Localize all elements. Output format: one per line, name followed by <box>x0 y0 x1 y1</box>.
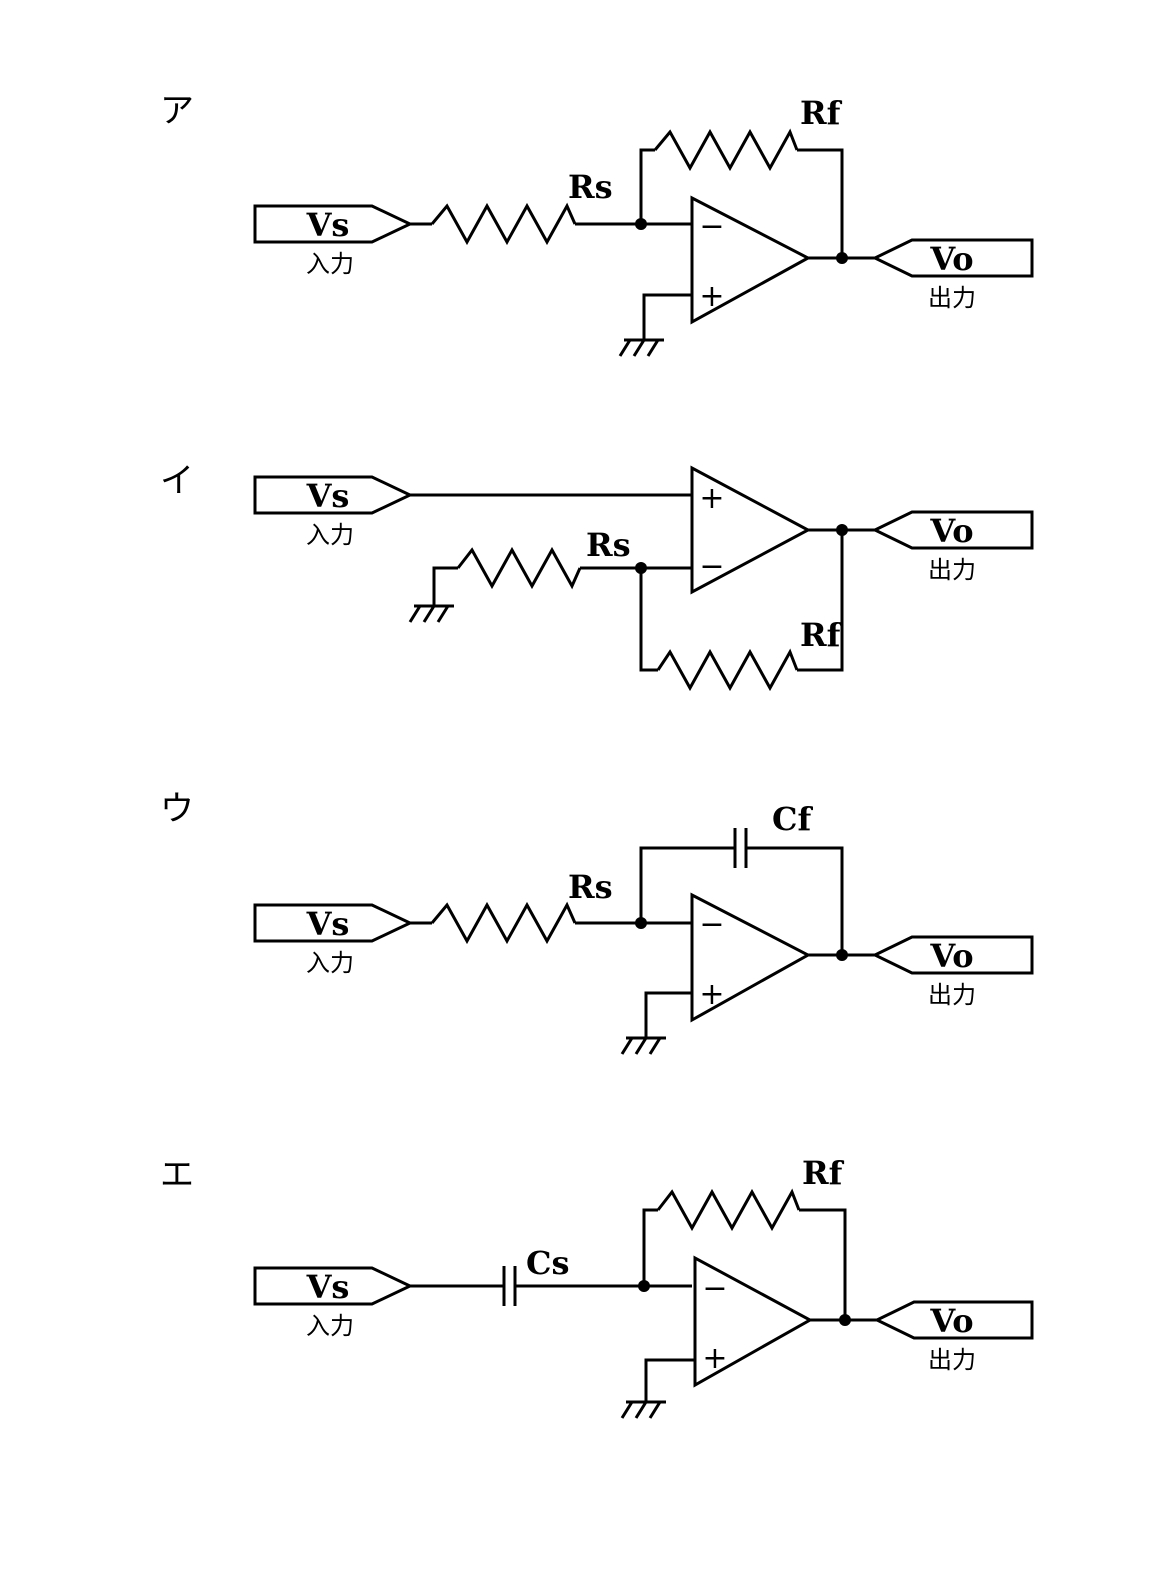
svg-text:Vs: Vs <box>306 477 350 515</box>
circuit-e-opamp <box>693 1255 814 1388</box>
circuit-u-output-terminal: Vo 出力 <box>871 935 1034 1009</box>
circuit-a-opamp <box>690 195 812 325</box>
circuit-i: イ Vs 入力 + − Rs Rf Vo 出力 <box>160 461 1034 692</box>
circuit-u-cf-capacitor <box>733 828 748 868</box>
svg-text:出力: 出力 <box>928 981 976 1009</box>
svg-text:+: + <box>699 977 724 1012</box>
circuit-i-output-terminal: Vo 出力 <box>871 510 1034 584</box>
svg-text:−: − <box>699 209 724 244</box>
circuit-u-opamp <box>690 892 812 1023</box>
circuit-a-input-terminal: Vs 入力 <box>253 204 414 278</box>
svg-text:Vo: Vo <box>929 1302 973 1340</box>
circuit-u-label: ウ <box>160 789 194 829</box>
circuit-i-input-terminal: Vs 入力 <box>253 475 414 549</box>
svg-text:入力: 入力 <box>306 250 354 278</box>
circuit-i-rs-label: Rs <box>586 526 631 564</box>
circuit-i-rf-label: Rf <box>800 616 843 654</box>
circuit-i-rf-resistor <box>656 648 799 692</box>
circuit-e-ground-icon <box>620 1400 666 1419</box>
svg-text:−: − <box>699 907 724 942</box>
circuit-a-output-terminal: Vo 出力 <box>871 238 1034 312</box>
svg-text:+: + <box>699 279 724 314</box>
circuit-a: ア Vs 入力 Rs Rf − + Vo 出力 <box>160 91 1034 357</box>
svg-text:入力: 入力 <box>306 1312 354 1340</box>
svg-text:−: − <box>699 549 724 584</box>
circuit-a-rf-resistor <box>653 128 799 172</box>
circuit-u: ウ Vs 入力 Rs Cf − + Vo 出力 <box>160 789 1034 1055</box>
svg-text:出力: 出力 <box>928 1346 976 1374</box>
svg-text:Vo: Vo <box>929 512 973 550</box>
circuit-i-label: イ <box>160 461 194 501</box>
svg-text:Vs: Vs <box>306 905 350 943</box>
circuit-a-ground-icon <box>618 338 664 357</box>
svg-text:入力: 入力 <box>306 521 354 549</box>
circuit-e-cs-label: Cs <box>526 1244 569 1282</box>
svg-text:+: + <box>699 481 724 516</box>
circuit-u-ground-icon <box>620 1036 666 1055</box>
circuit-u-input-terminal: Vs 入力 <box>253 903 414 977</box>
circuit-u-rs-resistor <box>430 901 577 945</box>
circuit-e-rf-resistor <box>656 1188 801 1232</box>
circuit-u-rs-label: Rs <box>568 868 613 906</box>
svg-text:Vs: Vs <box>306 1268 350 1306</box>
svg-text:Vo: Vo <box>929 937 973 975</box>
circuit-i-ground-icon <box>408 604 454 623</box>
svg-text:入力: 入力 <box>306 949 354 977</box>
circuit-e-input-terminal: Vs 入力 <box>253 1266 414 1340</box>
circuit-a-rs-resistor <box>430 202 577 246</box>
circuit-a-rs-label: Rs <box>568 168 613 206</box>
svg-text:出力: 出力 <box>928 556 976 584</box>
circuit-u-cf-label: Cf <box>772 800 813 838</box>
circuit-e-rf-label: Rf <box>802 1154 845 1192</box>
svg-text:出力: 出力 <box>928 284 976 312</box>
svg-text:−: − <box>702 1271 727 1306</box>
circuit-a-label: ア <box>160 91 194 131</box>
circuit-e-label: エ <box>160 1155 194 1195</box>
svg-text:Vs: Vs <box>306 206 350 244</box>
circuit-i-opamp <box>690 465 812 595</box>
circuit-e-cs-capacitor <box>502 1266 517 1306</box>
circuit-a-rf-label: Rf <box>800 94 843 132</box>
circuit-i-rs-resistor <box>456 546 582 590</box>
circuit-e: エ Vs 入力 Cs Rf − + Vo 出力 <box>160 1154 1034 1419</box>
circuit-e-output-terminal: Vo 出力 <box>873 1300 1034 1374</box>
svg-text:Vo: Vo <box>929 240 973 278</box>
svg-text:+: + <box>702 1341 727 1376</box>
